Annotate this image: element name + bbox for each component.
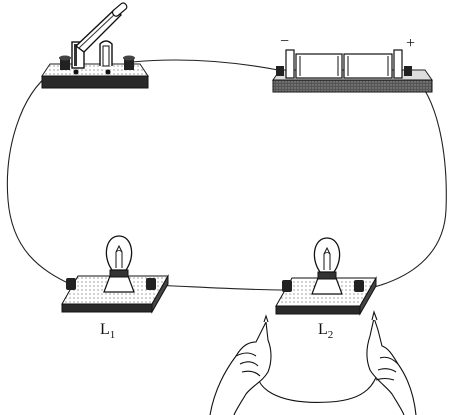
lamp1-letter: L	[100, 321, 110, 338]
test-wire	[256, 359, 381, 403]
left-hand	[209, 320, 272, 415]
lamp2-letter: L	[318, 321, 328, 338]
lamp-1	[61, 235, 169, 314]
wire-switch-to-battery	[131, 59, 279, 71]
wire-battery-to-lamp2	[361, 73, 447, 291]
right-hand	[366, 315, 417, 415]
lamp2-label: L2	[318, 321, 333, 341]
wire-lamp1-to-lamp2	[151, 284, 289, 291]
battery-minus-label: −	[280, 33, 289, 50]
knife-switch	[41, 2, 149, 89]
battery-plus-label: +	[406, 35, 415, 52]
lamp2-subscript: 2	[328, 329, 334, 341]
lamp1-label: L1	[100, 321, 115, 341]
wires	[6, 59, 447, 291]
lamp1-subscript: 1	[110, 329, 116, 341]
wire-switch-to-lamp1	[6, 71, 73, 286]
battery	[272, 49, 433, 93]
lamp-2	[275, 237, 377, 316]
hands-with-test-wire	[209, 310, 417, 415]
